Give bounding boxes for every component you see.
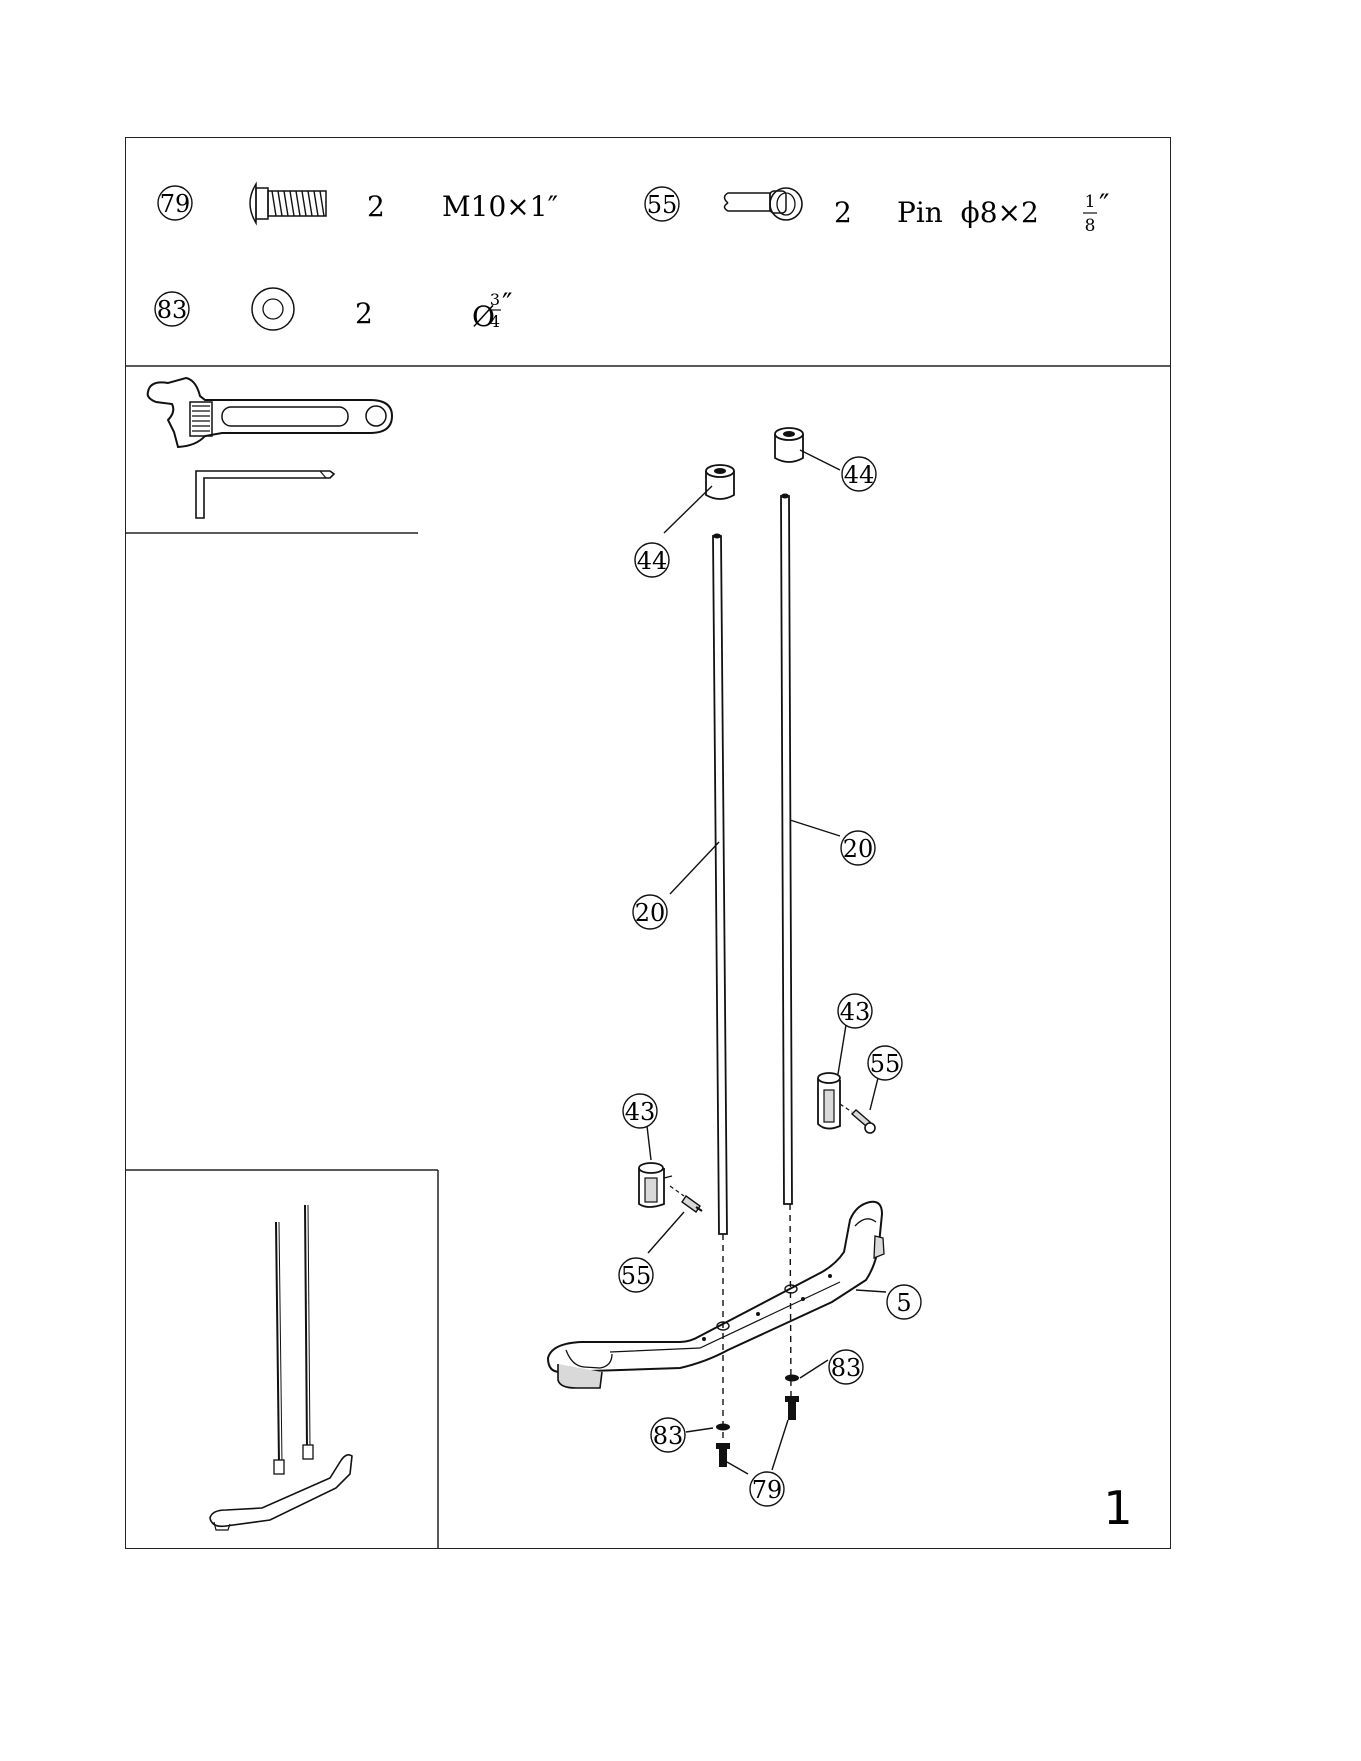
fraction-denominator: 4 bbox=[490, 312, 500, 331]
step-number: 1 bbox=[1103, 1481, 1132, 1535]
callout-5: 5 bbox=[896, 1289, 911, 1317]
wrench-icon bbox=[148, 378, 392, 447]
hardware-quantity: 2 bbox=[355, 297, 373, 330]
hardware-part-label: 83 bbox=[157, 296, 188, 324]
callout-55-left: 55 bbox=[621, 1262, 652, 1290]
inch-mark: ″ bbox=[1099, 188, 1109, 221]
hardware-part-label: 79 bbox=[160, 190, 191, 218]
tube-cap-right bbox=[775, 428, 803, 462]
callout-20-right: 20 bbox=[843, 835, 874, 863]
pin-left bbox=[670, 1186, 702, 1212]
callout-20-left: 20 bbox=[635, 899, 666, 927]
hardware-spec: Pin ϕ8×2 bbox=[897, 196, 1039, 229]
bracket-right bbox=[818, 1073, 840, 1129]
callout-44-left: 44 bbox=[637, 547, 668, 575]
washer-right bbox=[785, 1375, 799, 1382]
callout-83-right: 83 bbox=[831, 1354, 862, 1382]
upright-tube-right bbox=[781, 494, 792, 1205]
pin-icon bbox=[725, 188, 803, 220]
bolt-left bbox=[716, 1443, 730, 1467]
hardware-item-83: 83 2 Ø 3 4 ″ bbox=[155, 287, 512, 333]
callout-55-right: 55 bbox=[870, 1050, 901, 1078]
hardware-item-79: 79 2 M10×1″ bbox=[158, 184, 558, 223]
bracket-left bbox=[639, 1163, 672, 1207]
bolt-icon bbox=[250, 184, 326, 223]
hex-key-icon bbox=[196, 471, 334, 518]
fraction-numerator: 3 bbox=[490, 290, 500, 309]
callout-43-right: 43 bbox=[840, 998, 871, 1026]
bolt-right bbox=[785, 1396, 799, 1420]
inch-mark: ″ bbox=[502, 287, 512, 320]
washer-icon bbox=[252, 288, 294, 330]
assembled-preview bbox=[210, 1205, 352, 1530]
hardware-spec: M10×1″ bbox=[442, 190, 558, 223]
callout-44-right: 44 bbox=[844, 461, 875, 489]
hardware-part-label: 55 bbox=[647, 191, 678, 219]
hardware-quantity: 2 bbox=[834, 196, 852, 229]
callout-43-left: 43 bbox=[625, 1098, 656, 1126]
hardware-quantity: 2 bbox=[367, 190, 385, 223]
tube-cap-left bbox=[706, 465, 734, 499]
upright-tube-left bbox=[713, 534, 727, 1235]
fraction-numerator: 1 bbox=[1085, 192, 1096, 212]
fraction-denominator: 8 bbox=[1085, 216, 1096, 236]
callout-83-left: 83 bbox=[653, 1422, 684, 1450]
hardware-item-55: 55 2 Pin ϕ8×2 1 8 ″ bbox=[645, 187, 1109, 236]
callout-79: 79 bbox=[752, 1476, 783, 1504]
